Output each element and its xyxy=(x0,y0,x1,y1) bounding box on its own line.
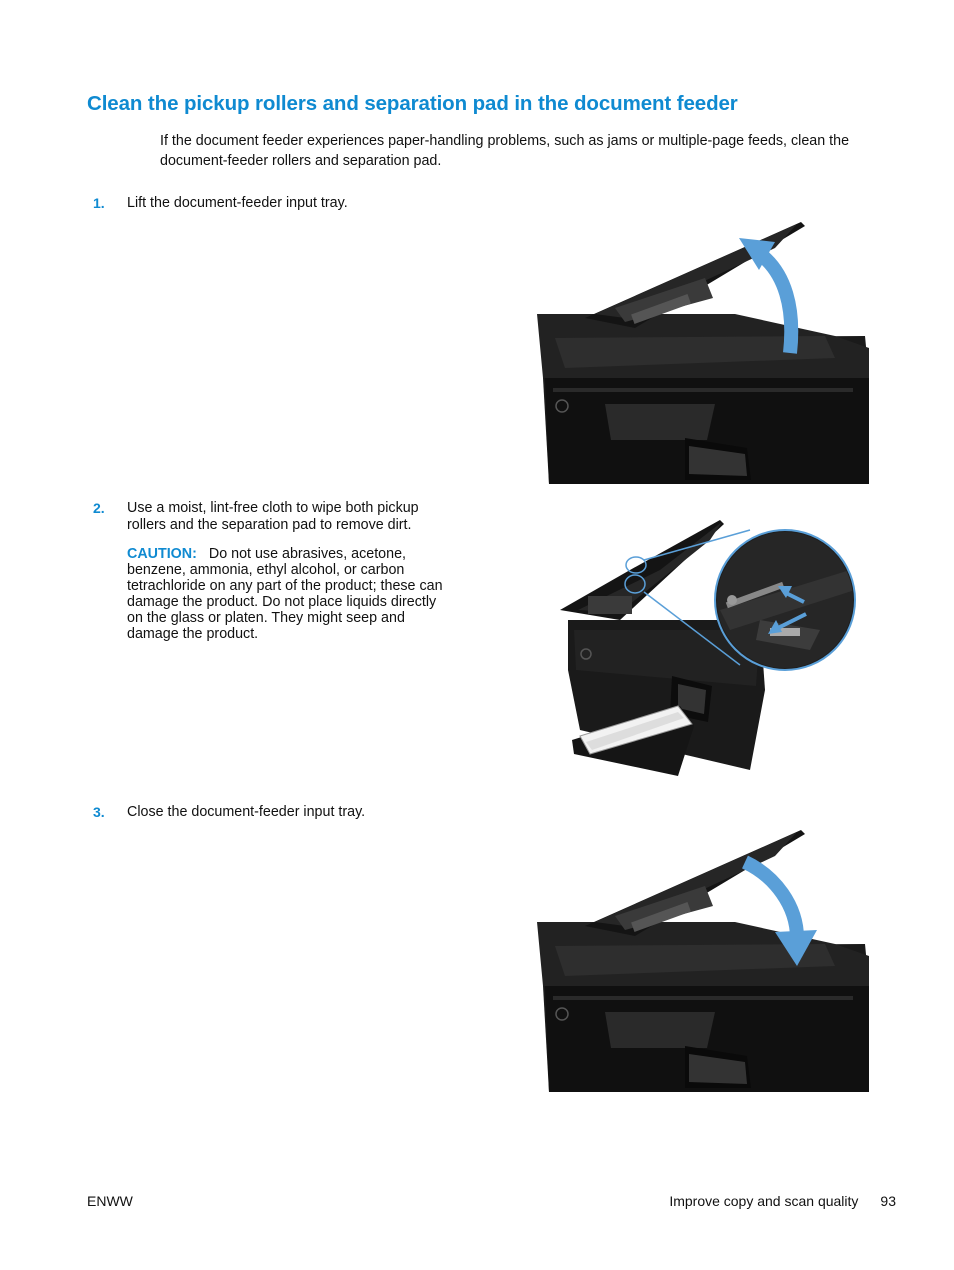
caution-note: CAUTION:Do not use abrasives, acetone, b… xyxy=(127,546,447,642)
step-2-number: 2. xyxy=(93,500,105,516)
footer-section: Improve copy and scan quality xyxy=(669,1193,859,1209)
step-3-text: Close the document-feeder input tray. xyxy=(127,804,366,820)
page-title: Clean the pickup rollers and separation … xyxy=(87,92,738,115)
step-1-number: 1. xyxy=(93,195,105,211)
step-2-text: Use a moist, lint-free cloth to wipe bot… xyxy=(127,500,419,533)
page-number: 93 xyxy=(880,1193,896,1209)
caution-label: CAUTION: xyxy=(127,546,197,562)
step-3-number: 3. xyxy=(93,804,105,820)
footer-left: ENWW xyxy=(87,1193,133,1209)
printer-lift-tray-illustration xyxy=(537,222,869,484)
footer-right: Improve copy and scan quality 93 xyxy=(669,1193,896,1209)
caution-text: Do not use abrasives, acetone, benzene, … xyxy=(127,546,443,642)
step-1-text: Lift the document-feeder input tray. xyxy=(127,195,348,211)
pickup-rollers-illustration xyxy=(560,520,856,776)
printer-close-tray-illustration xyxy=(537,830,869,1092)
intro-paragraph: If the document feeder experiences paper… xyxy=(160,133,850,169)
